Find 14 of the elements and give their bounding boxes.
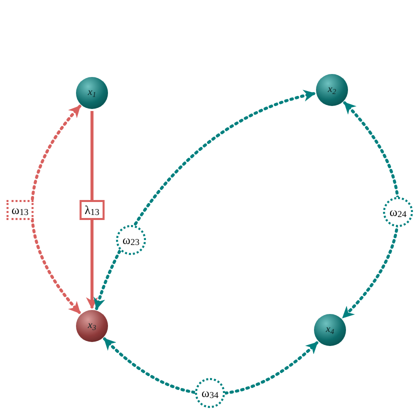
edge-label: ω$_{13}$ (6, 200, 34, 220)
edge-label: λ$_{13}$ (80, 200, 104, 220)
dotted-arrow (94, 90, 316, 310)
dotted-arrow (30, 104, 82, 314)
dotted-arrow (342, 101, 400, 320)
node-label: x$_{4}$ (326, 325, 334, 335)
dotted-arrow (103, 337, 319, 396)
edge-label: ω$_{24}$ (383, 197, 413, 227)
node-label: x$_{2}$ (328, 85, 336, 95)
edge-label: ω$_{34}$ (195, 378, 225, 408)
node-label: x$_{3}$ (88, 321, 96, 331)
edge-label: ω$_{23}$ (116, 225, 146, 255)
arrow (86, 111, 98, 310)
node-label: x$_{1}$ (88, 88, 96, 98)
